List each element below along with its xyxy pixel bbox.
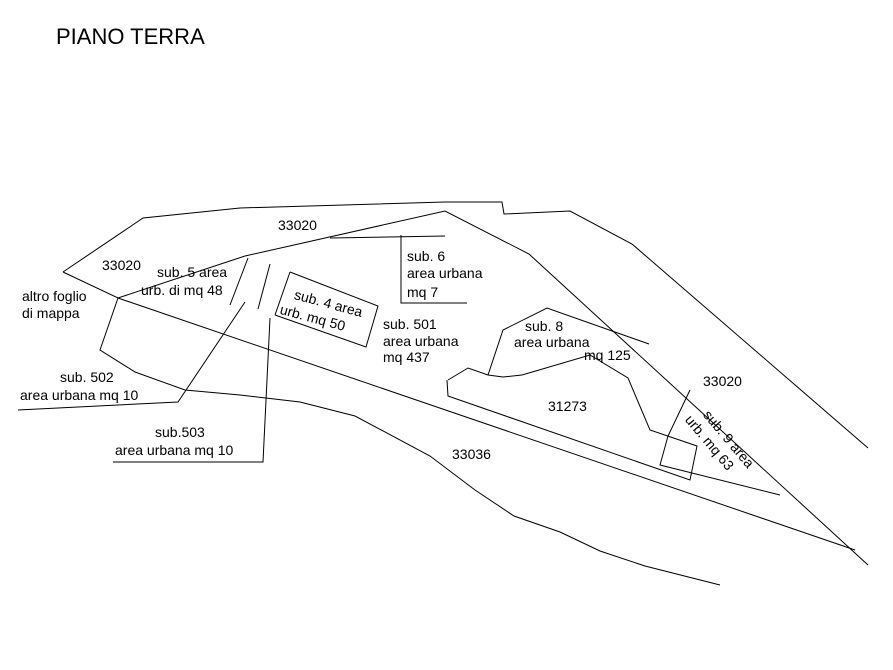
sub5-divider-b bbox=[257, 263, 271, 310]
boundary-33020-inner bbox=[62, 210, 869, 566]
sub502-label-2: area urbana mq 10 bbox=[20, 387, 139, 403]
parcel-33020-top-label: 33020 bbox=[278, 217, 317, 233]
sub503-label-1: sub.503 bbox=[155, 424, 205, 440]
sub4-divider bbox=[274, 271, 291, 316]
parcel-31273-label: 31273 bbox=[548, 398, 587, 414]
building-31273 bbox=[446, 354, 698, 481]
boundary-33036-left bbox=[99, 297, 721, 586]
sub501-label-3: mq 437 bbox=[383, 349, 430, 365]
sub4-outline bbox=[274, 271, 379, 348]
sub8-label-2: area urbana bbox=[514, 334, 590, 350]
sub503-leader bbox=[113, 317, 271, 463]
sub9-label-group: sub. 9 area urb. mq 63 bbox=[682, 407, 758, 474]
sub8-label-1: sub. 8 bbox=[525, 318, 563, 334]
altro-foglio-label-1: altro foglio bbox=[22, 288, 87, 304]
sub502-leader bbox=[17, 301, 246, 411]
sub6-leader bbox=[400, 235, 467, 304]
plan-lines bbox=[17, 201, 869, 586]
parcel-33020-right-label: 33020 bbox=[703, 373, 742, 389]
parcel-33020-left-label: 33020 bbox=[102, 257, 141, 273]
sub6-label-3: mq 7 bbox=[407, 284, 438, 300]
boundary-33020-outer bbox=[62, 201, 869, 449]
altro-foglio-label-2: di mappa bbox=[22, 305, 80, 321]
sub503-label-2: area urbana mq 10 bbox=[115, 442, 234, 458]
sub6-top-line bbox=[329, 235, 446, 239]
sub5-label-2: urb. di mq 48 bbox=[141, 282, 223, 298]
sub502-label-1: sub. 502 bbox=[60, 369, 114, 385]
sub8-label-3: mq 125 bbox=[584, 347, 631, 363]
page-title: PIANO TERRA bbox=[56, 24, 205, 49]
sub5-divider-a bbox=[229, 257, 249, 306]
sub8-outline bbox=[487, 307, 650, 376]
sub5-label-1: sub. 5 area bbox=[157, 264, 227, 280]
sub501-label-2: area urbana bbox=[383, 333, 459, 349]
sub9-outline bbox=[659, 389, 781, 496]
sub6-label-2: area urbana bbox=[407, 265, 483, 281]
sub4-label-group: sub. 4 area urb. mq 50 bbox=[278, 286, 364, 334]
parcel-33036-label: 33036 bbox=[452, 446, 491, 462]
road-upper-line bbox=[117, 297, 856, 551]
sub6-label-1: sub. 6 bbox=[407, 248, 445, 264]
sub501-label-1: sub. 501 bbox=[383, 316, 437, 332]
